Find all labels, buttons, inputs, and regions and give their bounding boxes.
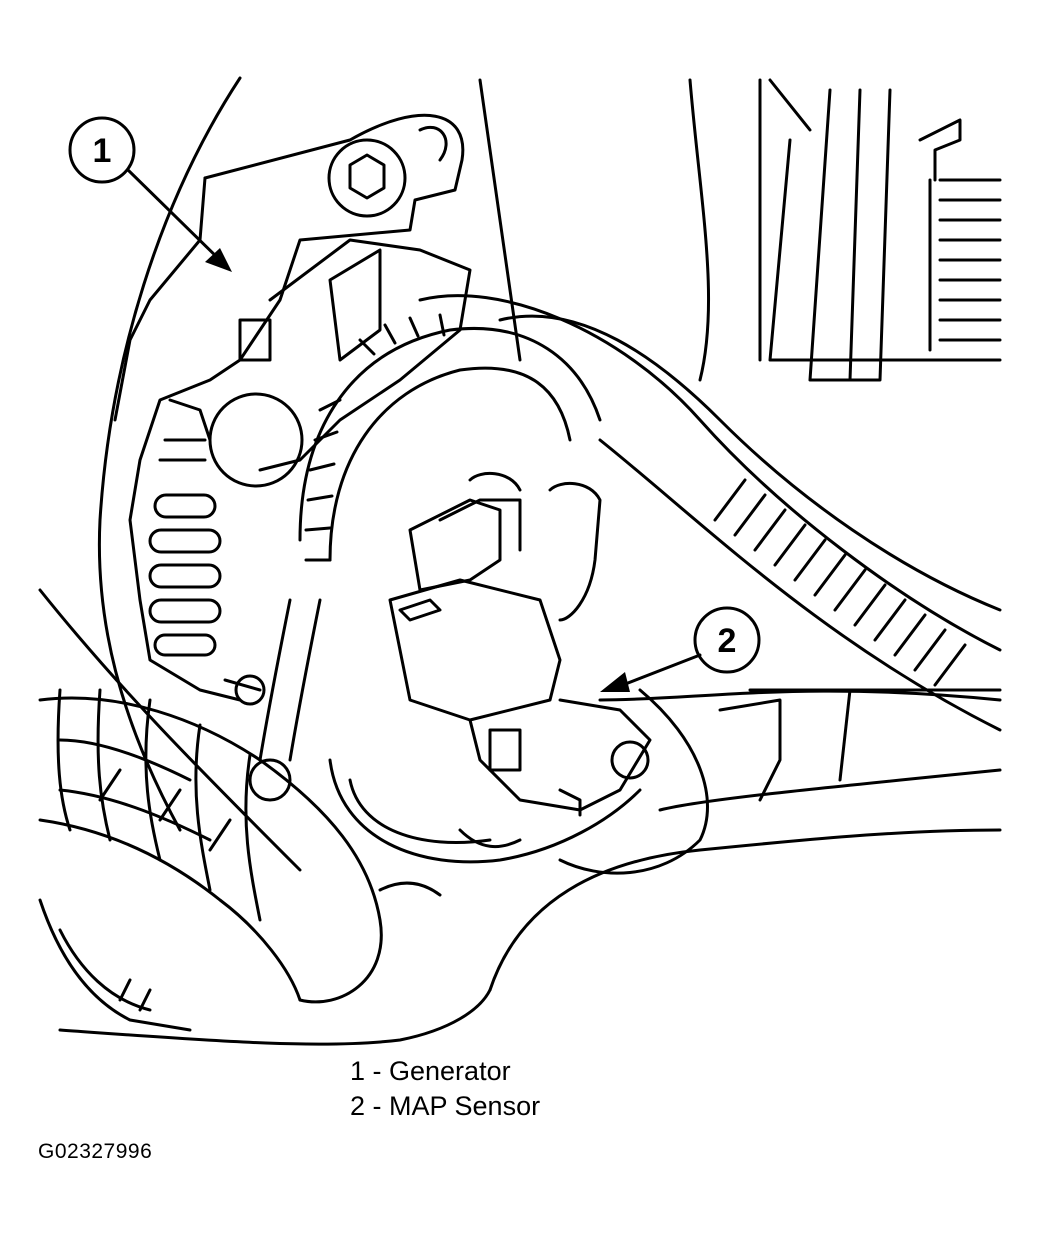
legend: 1 - Generator 2 - MAP Sensor	[350, 1054, 540, 1124]
legend-item-map-sensor: 2 - MAP Sensor	[350, 1091, 541, 1121]
map-sensor	[388, 471, 652, 817]
generator-bolt	[327, 138, 407, 218]
figure-id: G02327996	[38, 1140, 153, 1163]
lower-hose	[38, 688, 492, 1046]
throttle-body	[478, 78, 1002, 382]
callout-1-arrowhead	[205, 248, 232, 272]
lower-engine	[328, 688, 1002, 992]
generator	[113, 113, 472, 706]
wiring-harness	[248, 294, 1002, 802]
callout-2-arrowhead	[600, 672, 630, 692]
callout-1-number: 1	[93, 132, 112, 170]
legend-item-generator: 1 - Generator	[350, 1056, 511, 1086]
engine-panel-curve	[97, 76, 242, 832]
map-sensor-bolt	[610, 740, 650, 780]
callout-1	[68, 116, 227, 267]
callout-2-number: 2	[718, 622, 737, 660]
callout-2	[608, 606, 761, 692]
